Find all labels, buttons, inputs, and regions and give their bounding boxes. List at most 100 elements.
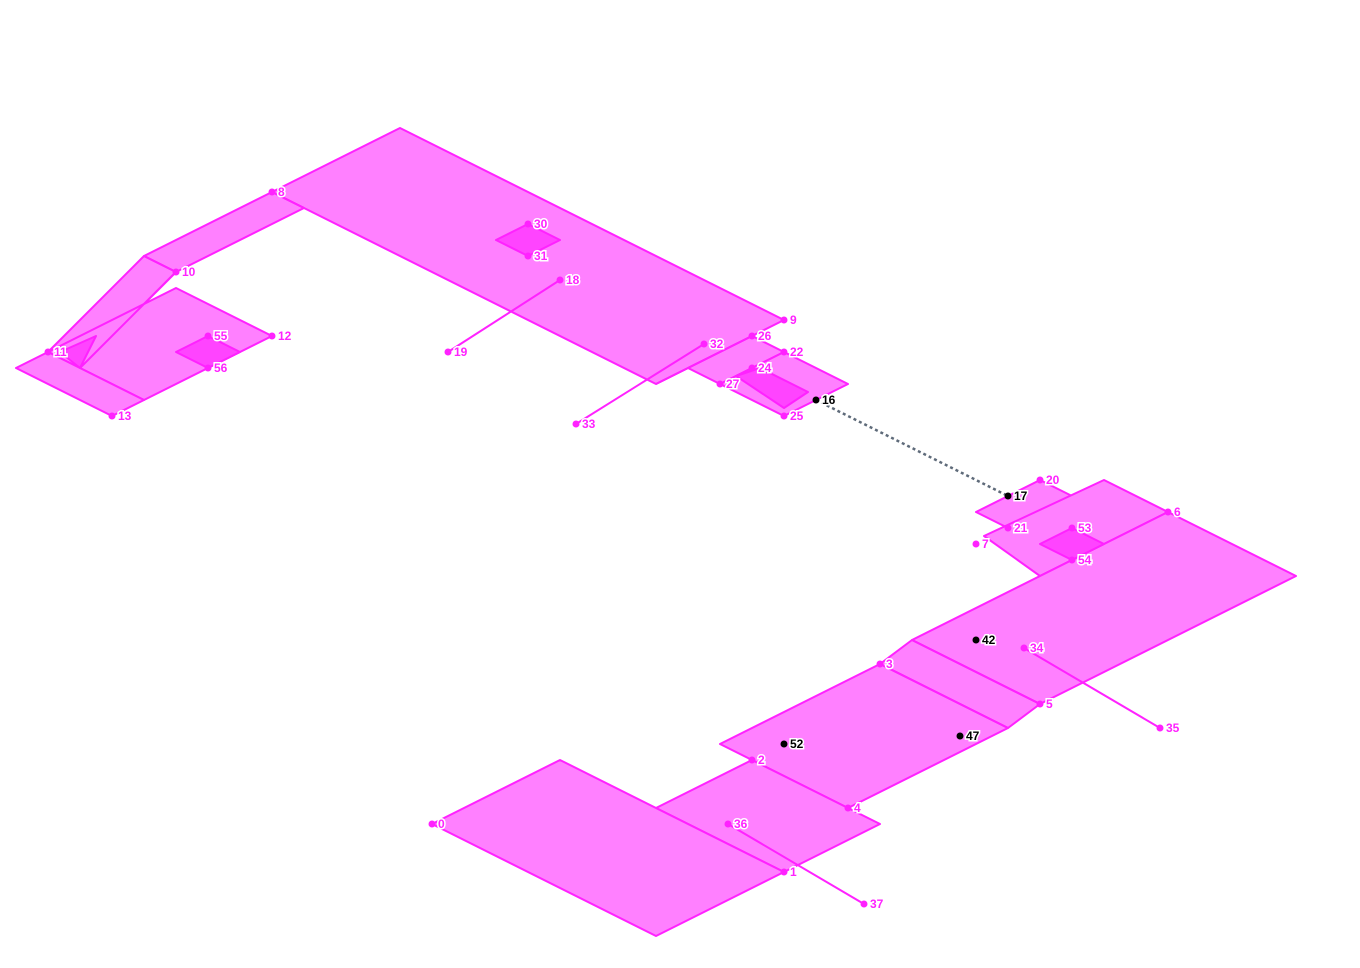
node-24[interactable]: 24 <box>748 360 773 377</box>
wall-edge <box>271 191 305 209</box>
node-dot[interactable] <box>268 188 276 196</box>
node-dot[interactable] <box>1036 476 1044 484</box>
node-dot[interactable] <box>44 348 52 356</box>
node-3[interactable]: 3 <box>876 656 895 673</box>
node-dot[interactable] <box>1020 644 1028 652</box>
node-dot[interactable] <box>844 804 852 812</box>
node-dot[interactable] <box>1036 700 1044 708</box>
node-dot[interactable] <box>780 316 788 324</box>
node-6[interactable]: 6 <box>1164 504 1183 521</box>
links-layer <box>447 279 1161 905</box>
node-27[interactable]: 27 <box>716 376 741 393</box>
link-32-33 <box>575 343 705 425</box>
node-4[interactable]: 4 <box>844 800 863 817</box>
node-dot[interactable] <box>428 820 436 828</box>
node-22[interactable]: 22 <box>780 344 805 361</box>
node-label: 20 <box>1046 473 1060 487</box>
node-26[interactable]: 26 <box>748 328 773 345</box>
node-label: 42 <box>982 633 996 647</box>
node-dot[interactable] <box>748 756 756 764</box>
node-dot[interactable] <box>716 380 724 388</box>
node-label: 1 <box>790 865 797 879</box>
node-dot[interactable] <box>748 332 756 340</box>
node-dot[interactable] <box>524 220 532 228</box>
node-34[interactable]: 34 <box>1020 640 1045 657</box>
node-32[interactable]: 32 <box>700 336 725 353</box>
node-label: 16 <box>822 393 836 407</box>
node-13[interactable]: 13 <box>108 408 133 425</box>
link-36-37 <box>727 823 865 905</box>
node-dot[interactable] <box>780 412 788 420</box>
node-37[interactable]: 37 <box>860 896 885 913</box>
node-dot[interactable] <box>748 364 756 372</box>
node-label: 55 <box>214 329 228 343</box>
node-55[interactable]: 55 <box>204 328 229 345</box>
node-dot[interactable] <box>1068 524 1076 532</box>
node-35[interactable]: 35 <box>1156 720 1181 737</box>
node-label: 13 <box>118 409 132 423</box>
link-34-35 <box>1023 647 1161 729</box>
node-label: 36 <box>734 817 748 831</box>
node-dot[interactable] <box>444 348 452 356</box>
node-label: 2 <box>758 753 765 767</box>
node-label: 22 <box>790 345 804 359</box>
node-dot[interactable] <box>1068 556 1076 564</box>
node-1[interactable]: 1 <box>780 864 799 881</box>
node-5[interactable]: 5 <box>1036 696 1055 713</box>
link-18-19 <box>447 279 561 353</box>
node-dot[interactable] <box>1156 724 1164 732</box>
node-dot[interactable] <box>780 348 788 356</box>
node-8[interactable]: 8 <box>268 184 287 201</box>
node-52[interactable]: 52 <box>780 736 805 753</box>
node-dot[interactable] <box>1164 508 1172 516</box>
node-dot[interactable] <box>700 340 708 348</box>
node-dot[interactable] <box>1004 524 1012 532</box>
node-label: 33 <box>582 417 596 431</box>
node-18[interactable]: 18 <box>556 272 581 289</box>
node-dot[interactable] <box>268 332 276 340</box>
node-16[interactable]: 16 <box>812 392 837 409</box>
node-dot[interactable] <box>956 732 964 740</box>
node-19[interactable]: 19 <box>444 344 469 361</box>
node-53[interactable]: 53 <box>1068 520 1093 537</box>
wall-edge <box>655 335 753 385</box>
node-dot[interactable] <box>780 740 788 748</box>
node-dot[interactable] <box>876 660 884 668</box>
node-11[interactable]: 11 <box>44 344 69 361</box>
node-dot[interactable] <box>780 868 788 876</box>
node-label: 37 <box>870 897 884 911</box>
node-31[interactable]: 31 <box>524 248 549 265</box>
node-36[interactable]: 36 <box>724 816 749 833</box>
node-17[interactable]: 17 <box>1004 488 1029 505</box>
node-dot[interactable] <box>972 540 980 548</box>
node-dot[interactable] <box>572 420 580 428</box>
node-dot[interactable] <box>724 820 732 828</box>
node-33[interactable]: 33 <box>572 416 597 433</box>
node-25[interactable]: 25 <box>780 408 805 425</box>
node-12[interactable]: 12 <box>268 328 293 345</box>
node-9[interactable]: 9 <box>780 312 799 329</box>
node-42[interactable]: 42 <box>972 632 997 649</box>
node-dot[interactable] <box>524 252 532 260</box>
node-7[interactable]: 7 <box>972 536 991 553</box>
node-47[interactable]: 47 <box>956 728 981 745</box>
node-dot[interactable] <box>860 900 868 908</box>
node-dot[interactable] <box>172 268 180 276</box>
node-10[interactable]: 10 <box>172 264 197 281</box>
wall-edge <box>911 639 1041 705</box>
node-dot[interactable] <box>812 396 820 404</box>
node-label: 4 <box>854 801 861 815</box>
node-0[interactable]: 0 <box>428 816 447 833</box>
node-54[interactable]: 54 <box>1068 552 1093 569</box>
node-30[interactable]: 30 <box>524 216 549 233</box>
node-dot[interactable] <box>204 332 212 340</box>
node-dot[interactable] <box>1004 492 1012 500</box>
node-21[interactable]: 21 <box>1004 520 1029 537</box>
node-dot[interactable] <box>204 364 212 372</box>
node-2[interactable]: 2 <box>748 752 767 769</box>
node-dot[interactable] <box>108 412 116 420</box>
node-dot[interactable] <box>556 276 564 284</box>
node-56[interactable]: 56 <box>204 360 229 377</box>
node-dot[interactable] <box>972 636 980 644</box>
node-20[interactable]: 20 <box>1036 472 1061 489</box>
